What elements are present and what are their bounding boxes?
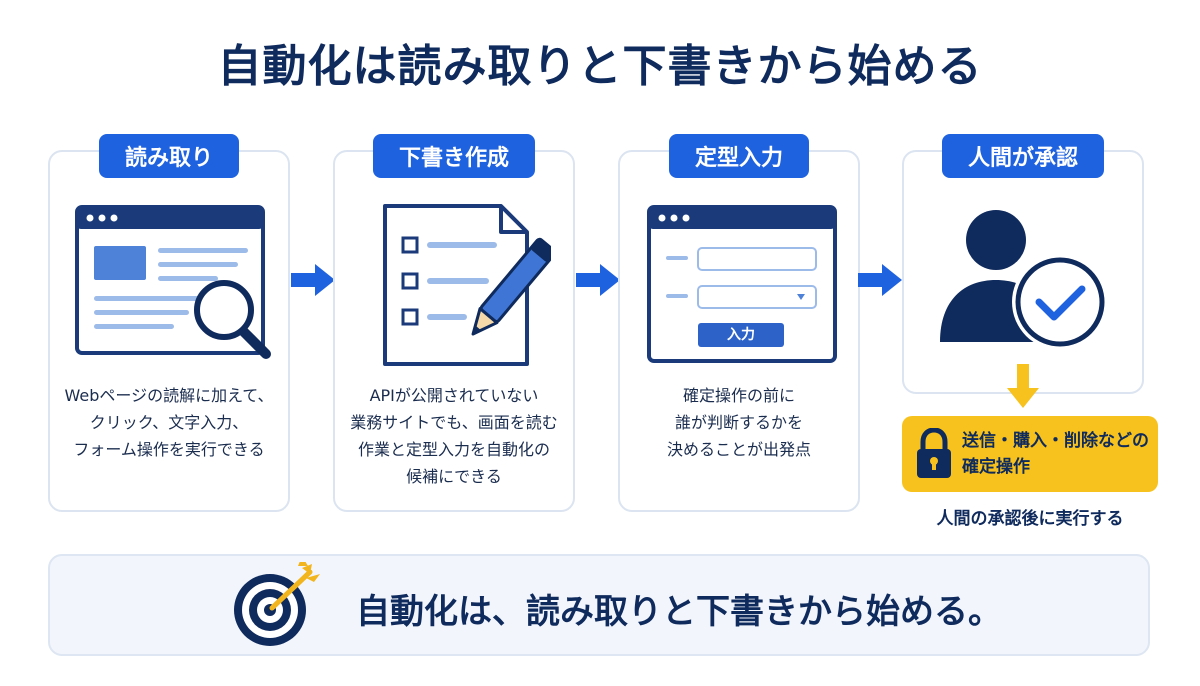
step-label-input: 定型入力 [668,134,810,178]
after-approval-text: 人間の承認後に実行する [936,509,1124,529]
step-card-read: 読み取り Webページの読解に加えて、 クリック、文字入力、 フォーム操作を実行… [48,134,290,512]
summary-banner: 自動化は、読み取りと下書きから始める。 [48,554,1150,656]
page-title: 自動化は読み取りと下書きから始める [217,41,983,92]
warning-text: 送信・購入・削除などの 確定操作 [962,428,1149,480]
form-submit-button: 入力 [698,323,784,347]
confirm-operation-warning: 送信・購入・削除などの 確定操作 [902,416,1158,492]
step-label-read: 読み取り [98,134,240,178]
step-label-draft: 下書き作成 [372,134,536,178]
description-line: APIが公開されていない [369,386,539,405]
step-description-draft: APIが公開されていない 業務サイトでも、画面を読む 作業と定型入力を自動化の … [335,382,573,490]
right-arrow-icon [576,264,620,296]
description-line: フォーム操作を実行できる [73,440,265,459]
form-window-icon [647,205,837,363]
right-arrow-icon [858,264,902,296]
warning-line: 確定操作 [962,457,1030,477]
description-line: クリック、文字入力、 [89,413,249,432]
warning-line: 送信・購入・削除などの [962,431,1149,451]
description-line: 業務サイトでも、画面を読む [350,413,558,432]
step-description-read: Webページの読解に加えて、 クリック、文字入力、 フォーム操作を実行できる [50,382,288,463]
browser-magnifier-icon [75,205,271,359]
description-line: 作業と定型入力を自動化の [357,440,550,459]
step-label-approve: 人間が承認 [941,134,1105,178]
step-card-approve: 人間が承認 [902,134,1144,394]
target-arrow-icon [234,562,320,646]
step-card-input: 定型入力 入力 確定操作の前に 誰が判断するかを 決めることが出発点 [618,134,860,512]
description-line: 候補にできる [406,467,502,486]
step-description-input: 確定操作の前に 誰が判断するかを 決めることが出発点 [620,382,858,463]
description-line: 誰が判断するかを [674,413,803,432]
down-arrow-icon [1007,364,1039,408]
description-line: 決めることが出発点 [666,440,811,459]
document-pencil-icon [383,204,551,366]
person-check-icon [940,210,1108,350]
description-line: Webページの読解に加えて、 [64,386,274,405]
step-card-draft: 下書き作成 APIが公開されていない 業務サイトでも、画面を読む 作業と定型入力… [333,134,575,512]
banner-text: 自動化は、読み取りと下書きから始める。 [356,592,1002,632]
lock-icon [917,428,951,478]
right-arrow-icon [291,264,335,296]
description-line: 確定操作の前に [682,386,795,405]
